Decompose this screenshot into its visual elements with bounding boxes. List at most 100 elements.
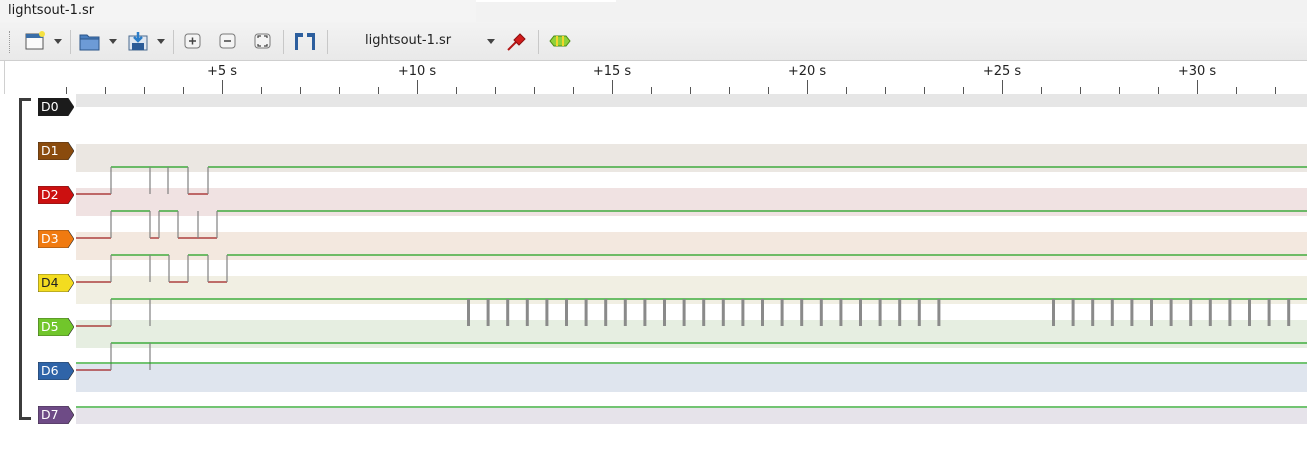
ruler-label: +5 s [206,64,238,79]
channel-label-d3[interactable]: D3 [38,230,74,248]
ruler-tick [1236,87,1237,94]
channel-label-d4[interactable]: D4 [38,274,74,292]
pulse-mark [839,299,843,326]
ruler-tick [1158,87,1159,94]
time-ruler[interactable]: +5 s+10 s+15 s+20 s+25 s+30 s [66,61,1307,94]
pulse-mark [1248,299,1251,326]
channel-label-d0[interactable]: D0 [38,98,74,116]
cursor-markers-button[interactable] [292,29,318,53]
pulse-mark [584,299,588,326]
pulse-mark [1169,299,1173,326]
new-session-dropdown-icon[interactable] [54,39,62,44]
ruler-label: +25 s [982,64,1022,79]
save-file-icon [128,32,148,51]
pulse-mark [937,299,941,326]
ruler-tick [768,87,769,94]
channel-name: D7 [41,407,59,422]
ruler-tick [963,87,964,94]
ruler-label: +20 s [787,64,827,79]
channel-flag-icon [38,230,74,248]
logic-traces [76,94,1307,446]
channel-label-d2[interactable]: D2 [38,186,74,204]
lane-background [76,188,1307,216]
channel-name: D6 [41,363,59,378]
channel-name: D2 [41,187,59,202]
ruler-tick [612,80,613,94]
pulse-mark [859,299,862,326]
channel-group-bracket[interactable] [19,98,31,420]
ruler-tick [495,87,496,94]
session-selector[interactable]: lightsout-1.sr [350,30,500,52]
pulse-mark [878,299,882,326]
channel-name: D5 [41,319,59,334]
channel-name: D4 [41,275,59,290]
zoom-fit-button[interactable] [253,29,273,53]
pulse-mark [1091,299,1095,326]
ruler-tick [651,87,652,94]
channel-name: D1 [41,143,59,158]
ruler-tick [534,87,535,94]
pulse-mark [1071,299,1075,326]
pulse-mark [702,299,706,326]
pulse-mark [761,299,764,326]
ruler-tick [846,87,847,94]
empty-trace-space [76,424,1307,476]
new-session-icon [25,31,45,50]
lane-background [76,320,1307,348]
lane-background [76,408,1307,436]
channel-flag-icon [38,318,74,336]
save-file-dropdown-icon[interactable] [157,39,165,44]
open-file-button[interactable] [78,29,102,53]
trace-view[interactable] [76,94,1307,446]
toolbar-separator [327,30,328,54]
window-titlebar: lightsout-1.sr [0,0,1307,22]
pulse-mark [1189,299,1193,326]
channel-label-d1[interactable]: D1 [38,142,74,160]
pulse-mark [721,299,725,326]
ruler-tick [456,87,457,94]
pulse-mark [1130,299,1134,326]
pulse-mark [1267,299,1271,326]
ruler-tick [1275,87,1276,94]
open-file-dropdown-icon[interactable] [109,39,117,44]
ruler-label: +30 s [1177,64,1217,79]
channel-flag-icon [38,406,74,424]
channel-label-d7[interactable]: D7 [38,406,74,424]
pulse-mark [1287,299,1291,326]
channel-label-d5[interactable]: D5 [38,318,74,336]
ruler-tick [729,87,730,94]
channel-flag-icon [38,362,74,380]
lane-background [76,144,1307,172]
ruler-tick [807,80,808,94]
toolbar-separator [173,30,174,54]
new-session-button[interactable] [24,29,46,53]
ruler-tick [690,87,691,94]
channel-label-d6[interactable]: D6 [38,362,74,380]
zoom-in-button[interactable] [183,29,203,53]
ruler-tick [261,87,262,94]
toolbar-grip[interactable] [9,31,12,53]
pulse-mark [1150,299,1153,326]
channel-name: D3 [41,231,59,246]
zoom-in-icon [184,33,201,49]
cursor-markers-icon [295,33,315,50]
lane-background [76,364,1307,392]
pulse-mark [1208,299,1212,326]
pulse-mark [682,299,686,326]
pulse-mark [565,299,568,326]
toolbar-separator [538,30,539,54]
lane-background [76,232,1307,260]
probe-icon [507,33,526,51]
zoom-out-button[interactable] [218,29,238,53]
channel-flag-icon [38,274,74,292]
ruler-tick [885,87,886,94]
pulse-mark [663,299,666,326]
ruler-tick [1197,80,1198,94]
document-tab[interactable] [0,0,476,22]
probe-button[interactable] [505,29,529,53]
save-file-button[interactable] [126,29,150,53]
ruler-tick [339,87,340,94]
pulse-mark [643,299,647,326]
ruler-tick [1002,80,1003,94]
decoder-button[interactable] [548,29,572,53]
